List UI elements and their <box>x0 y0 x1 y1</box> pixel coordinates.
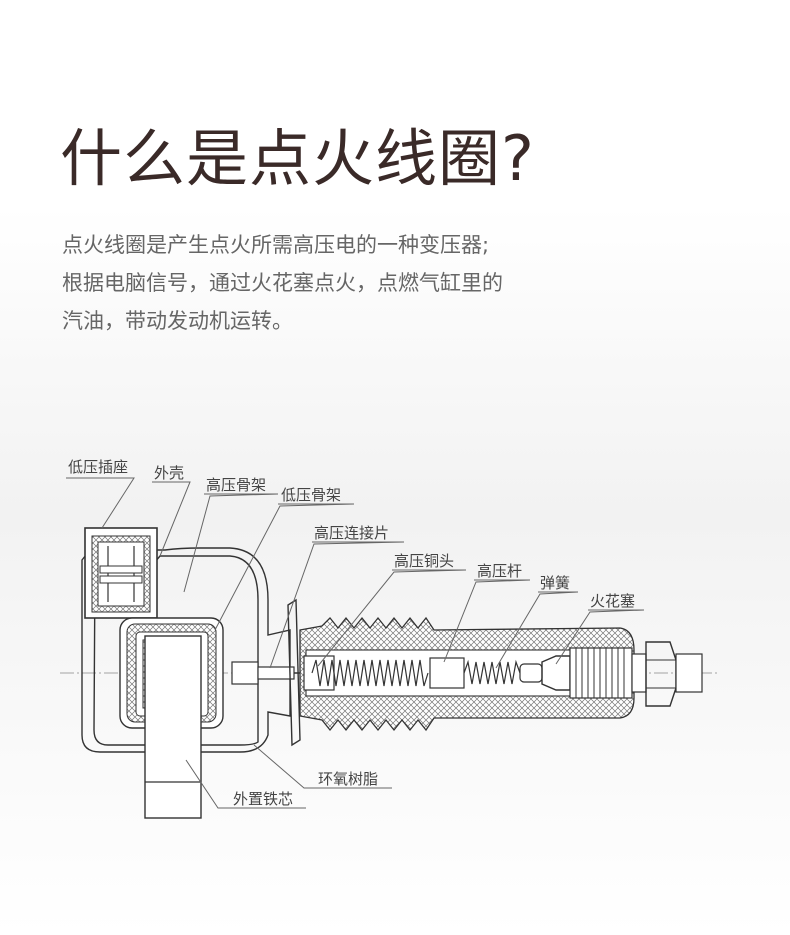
intro-line: 汽油，带动发动机运转。 <box>62 309 293 333</box>
label-epoxy: 环氧树脂 <box>318 770 378 788</box>
label-external-core: 外置铁芯 <box>233 790 293 808</box>
label-low-voltage-socket: 低压插座 <box>68 458 128 476</box>
label-hv-connector: 高压连接片 <box>314 524 389 542</box>
hv-connector <box>231 661 312 685</box>
leader-lines <box>66 477 645 809</box>
hv-copper-head <box>303 655 335 691</box>
intro-paragraph: 点火线圈是产生点火所需高压电的一种变压器; 根据电脑信号，通过火花塞点火，点燃气… <box>62 226 503 340</box>
intro-line: 点火线圈是产生点火所需高压电的一种变压器; <box>62 233 490 257</box>
label-hv-bobbin: 高压骨架 <box>206 476 266 494</box>
low-voltage-socket <box>84 527 158 619</box>
spark-plug <box>569 641 703 707</box>
spring-left <box>311 659 429 687</box>
label-spark-plug: 火花塞 <box>590 592 635 610</box>
ignition-coil-diagram: 低压插座 外壳 高压骨架 低压骨架 高压连接片 高压铜头 高压杆 弹簧 火花塞 … <box>60 458 720 819</box>
spring-right <box>463 659 521 685</box>
label-hv-copper-head: 高压铜头 <box>394 552 454 570</box>
coil-housing <box>81 547 291 753</box>
label-lv-bobbin: 低压骨架 <box>281 486 341 504</box>
intro-line: 根据电脑信号，通过火花塞点火，点燃气缸里的 <box>62 271 503 295</box>
part-labels: 低压插座 外壳 高压骨架 低压骨架 高压连接片 高压铜头 高压杆 弹簧 火花塞 … <box>68 458 635 808</box>
label-spring: 弹簧 <box>540 574 570 592</box>
page-title: 什么是点火线圈? <box>60 122 535 195</box>
external-iron-core <box>144 635 202 819</box>
label-housing: 外壳 <box>154 464 184 482</box>
label-hv-rod: 高压杆 <box>477 562 522 580</box>
